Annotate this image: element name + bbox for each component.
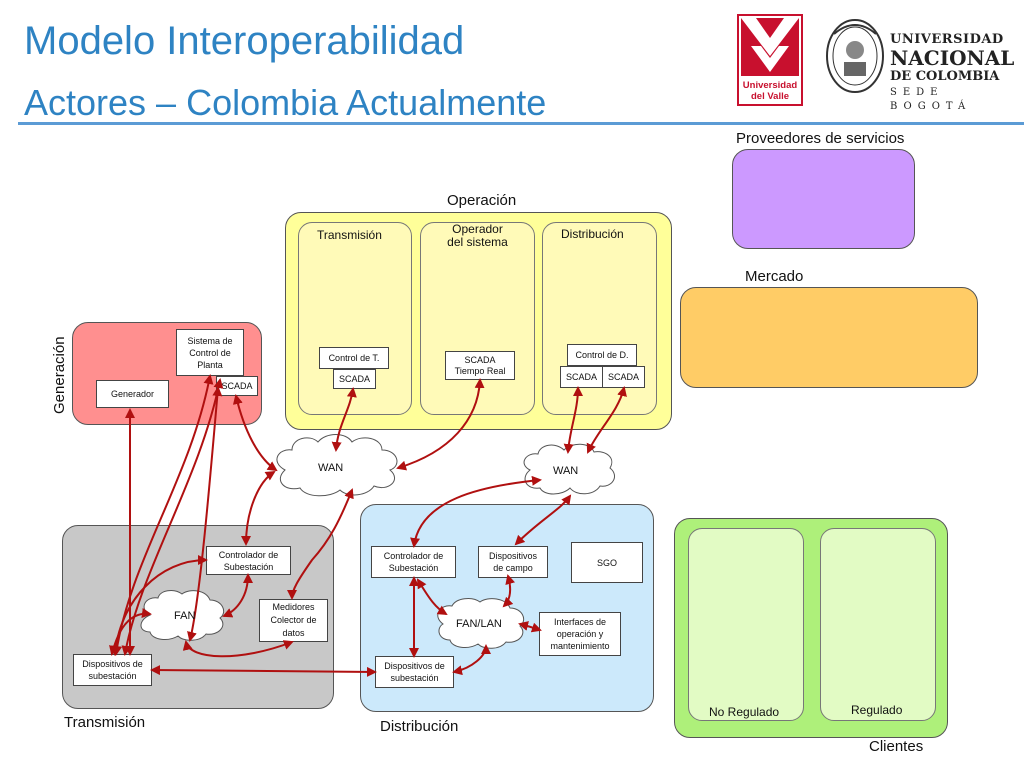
fan-lan-label: FAN/LAN	[456, 618, 502, 630]
mercado-label: Mercado	[745, 268, 804, 285]
regulado-column	[820, 528, 936, 721]
no-regulado-label: No Regulado	[709, 705, 780, 719]
page-title: Modelo Interoperabilidad	[24, 19, 465, 63]
universidad-nacional-logo: UNIVERSIDAD NACIONAL DE COLOMBIA SEDE BO…	[890, 32, 1015, 112]
control-de-d-box: Control de D.	[567, 344, 637, 366]
clientes-label: Clientes	[869, 738, 924, 755]
universidad-nacional-seal-icon	[826, 19, 884, 93]
operacion-label: Operación	[447, 192, 517, 209]
proveedores-label: Proveedores de servicios	[736, 130, 905, 147]
control-de-t-box: Control de T.	[319, 347, 389, 369]
title-divider	[18, 122, 1024, 125]
mercado-region	[680, 287, 978, 388]
sgo-box: SGO	[571, 542, 643, 583]
proveedores-region	[732, 149, 915, 249]
wan-right-cloud	[523, 443, 615, 495]
operacion-distribucion-label: Distribución	[561, 227, 624, 241]
operacion-transmision-label: Transmisión	[317, 228, 382, 242]
fan-label: FAN	[174, 610, 196, 622]
page-subtitle: Actores – Colombia Actualmente	[24, 82, 547, 123]
distribucion-label: Distribución	[380, 718, 459, 735]
transmision-label: Transmisión	[64, 714, 146, 731]
wan-left-label: WAN	[318, 462, 344, 474]
regulado-label: Regulado	[851, 703, 903, 717]
wan-right-label: WAN	[553, 465, 579, 477]
no-regulado-column	[688, 528, 804, 721]
